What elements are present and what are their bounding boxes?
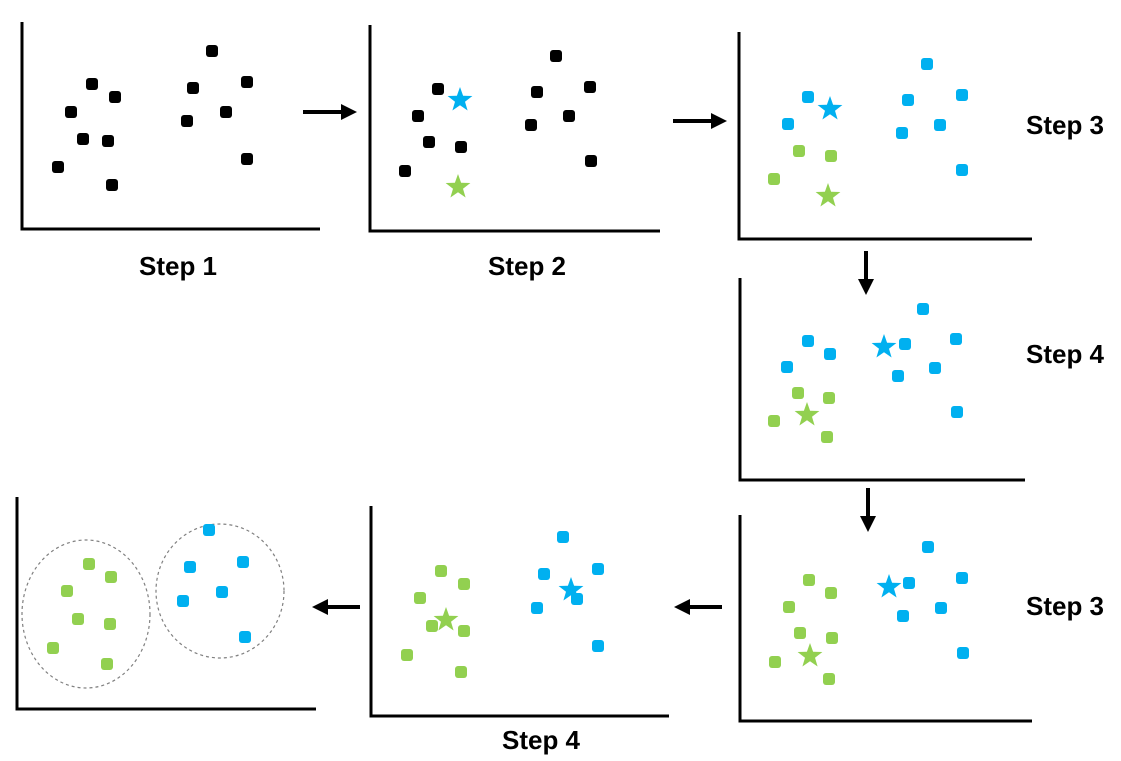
panel-step-1: Step 1 [20, 22, 320, 281]
panel-step-3: Step 3 [737, 32, 1104, 241]
step-label: Step 3 [1026, 110, 1104, 140]
centroid-star-icon [876, 574, 902, 598]
arrow-icon [674, 599, 722, 615]
centroid-star-icon [871, 334, 897, 358]
data-points-blue [897, 541, 969, 659]
cluster-boundary-blue [155, 523, 285, 659]
data-points [399, 50, 597, 177]
cluster-boundary-green [21, 539, 151, 689]
data-points-blue [781, 303, 963, 418]
centroid-star-icon [797, 643, 823, 667]
panel-final-clusters [15, 497, 316, 711]
axes [738, 278, 1025, 482]
data-points-green [47, 558, 117, 670]
centroid-star-icon [815, 183, 841, 207]
centroid-star-icon [817, 96, 843, 120]
arrow-icon [858, 251, 874, 295]
panel-step-5: Step 3 [738, 515, 1104, 723]
axes [15, 497, 316, 711]
axes [369, 506, 669, 718]
centroid-star-icon [794, 402, 820, 426]
centroid-star-icon [445, 174, 471, 198]
step-label: Step 4 [502, 725, 581, 755]
arrow-icon [312, 599, 360, 615]
panel-step-6: Step 4 [369, 506, 669, 755]
data-points-green [769, 574, 838, 685]
axes [368, 25, 660, 233]
arrow-icon [673, 113, 727, 129]
axes [20, 22, 320, 231]
data-points-blue [782, 58, 968, 176]
data-points-blue [177, 524, 251, 643]
panel-step-4: Step 4 [738, 278, 1105, 482]
panel-step-2: Step 2 [368, 25, 660, 281]
data-points-green [401, 565, 470, 678]
data-points-green [768, 145, 837, 185]
data-points [52, 45, 253, 191]
step-label: Step 4 [1026, 339, 1105, 369]
axes [738, 515, 1032, 723]
axes [737, 32, 1032, 241]
arrow-icon [860, 488, 876, 532]
step-label: Step 3 [1026, 591, 1104, 621]
step-label: Step 2 [488, 251, 566, 281]
centroid-star-icon [447, 87, 473, 111]
arrow-icon [303, 104, 357, 120]
step-label: Step 1 [139, 251, 217, 281]
